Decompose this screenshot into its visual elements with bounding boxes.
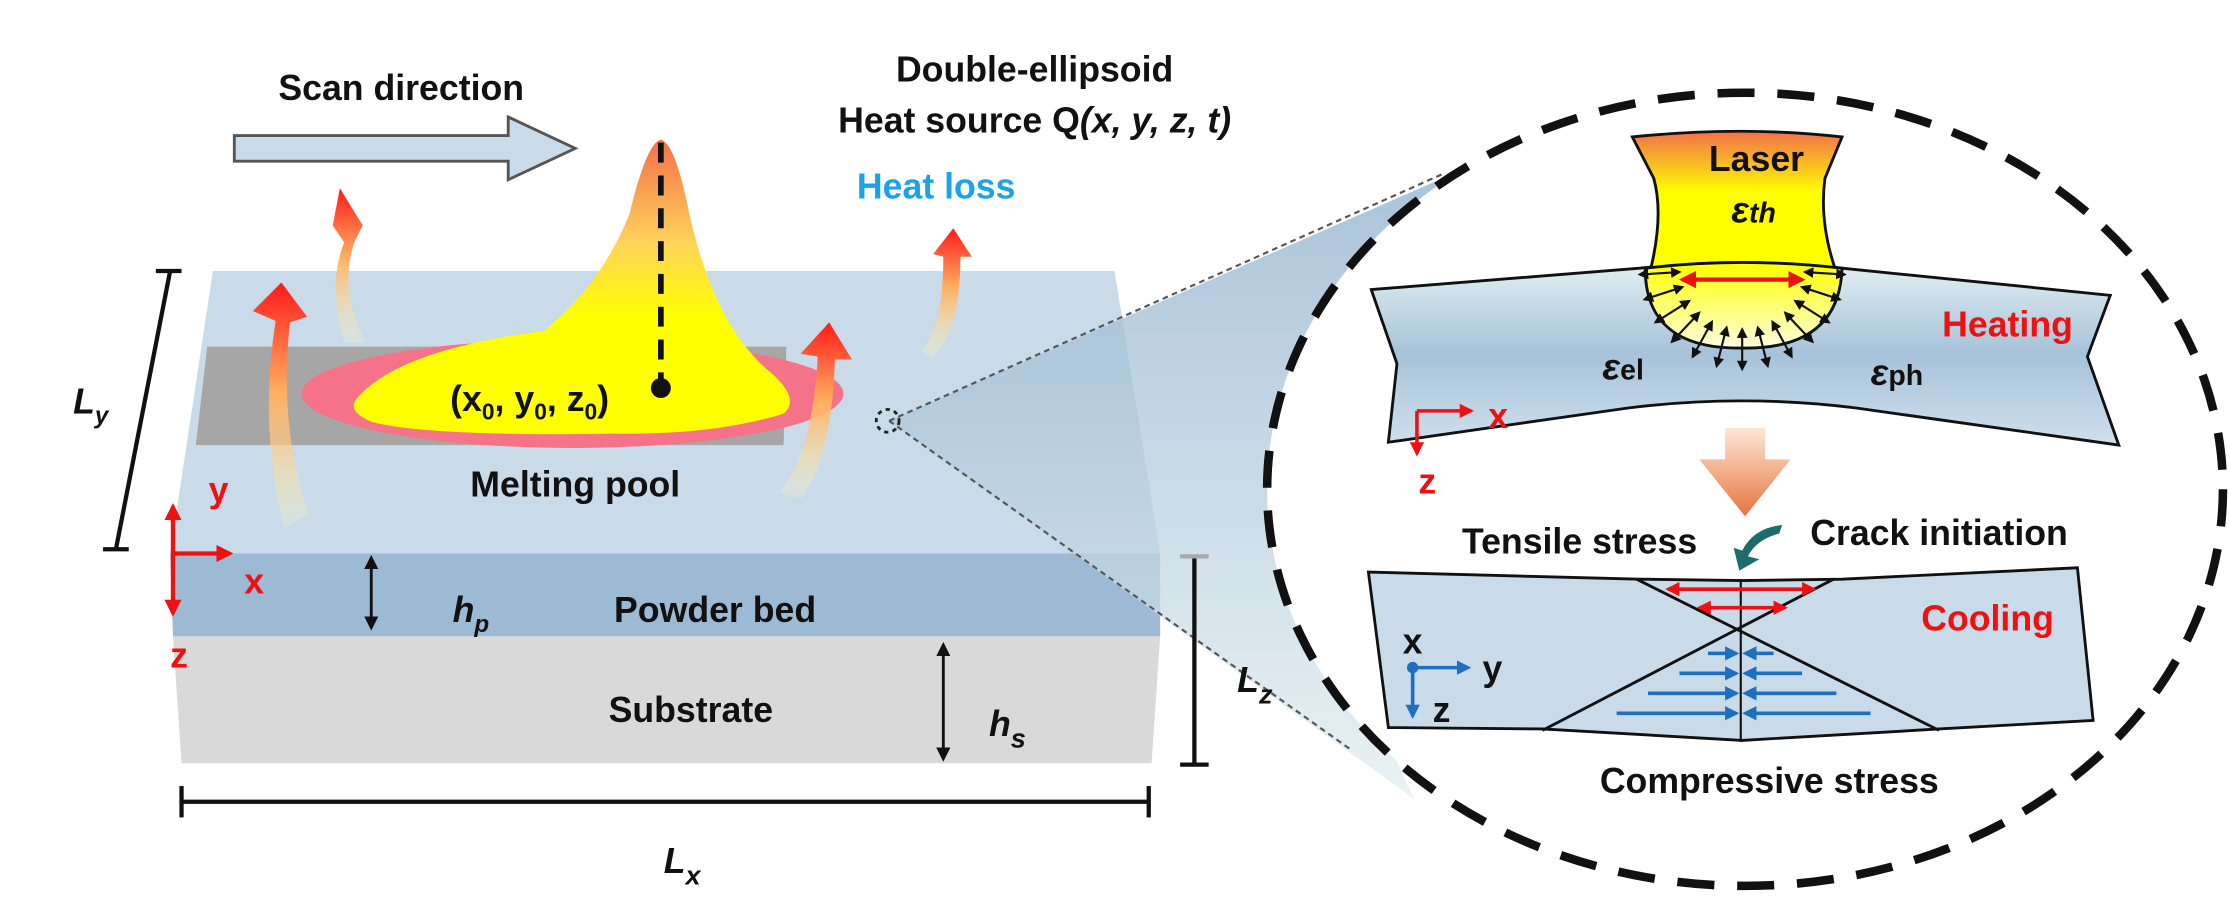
hp-dimension: hp	[364, 554, 490, 638]
cooling-panel: Tensile stress Crack initiation Cooling …	[1366, 513, 2095, 801]
crack-initiation-arrow	[1733, 524, 1783, 571]
scan-direction-arrow	[232, 114, 579, 182]
heating-axis-x: x	[1488, 396, 1508, 436]
strain-arrow	[1771, 319, 1793, 359]
strain-arrow	[1691, 319, 1713, 359]
lz-label: Lz	[1237, 660, 1273, 709]
heating-label: Heating	[1942, 305, 2073, 345]
strain-arrow	[1783, 311, 1814, 344]
ly-label: Ly	[73, 382, 110, 430]
coord-sub: 0	[585, 398, 598, 424]
strain-arrow	[1754, 325, 1771, 369]
heat-loss-label: Heat loss	[857, 166, 1016, 206]
heating-panel: Laser εth εel εph Heating x z	[1369, 129, 2121, 502]
compressive-stress-label: Compressive stress	[1600, 761, 1939, 801]
substrate-layer	[172, 636, 1161, 764]
coord-sub: 0	[534, 398, 547, 424]
heat-source-peak	[353, 139, 790, 435]
cooling-axis-x: x	[1403, 621, 1423, 661]
compressive-arrows	[1616, 646, 1871, 721]
hs-label: hs	[989, 704, 1026, 753]
powder-bed-layer	[170, 553, 1161, 637]
radial-strain-arrows	[1637, 267, 1847, 372]
axis-x-label: x	[244, 561, 264, 601]
heat-source-args: (x, y, z, t)	[1080, 101, 1231, 141]
eps-el-label: εel	[1602, 345, 1644, 387]
strain-arrow	[1642, 284, 1685, 302]
cooling-axis-z: z	[1433, 690, 1451, 730]
lx-dimension: Lx	[179, 786, 1151, 890]
scan-direction-label: Scan direction	[278, 68, 524, 108]
laser-label: Laser	[1709, 139, 1804, 179]
heat-source-center	[650, 378, 671, 399]
zoom-line-bottom	[888, 419, 1351, 750]
strain-arrow	[1713, 325, 1730, 369]
tensile-stress-label: Tensile stress	[1462, 522, 1697, 562]
coord-part: , z	[547, 379, 585, 419]
strain-arrow	[1637, 267, 1682, 280]
eps-th-label: εth	[1731, 189, 1776, 231]
fume-arrow	[779, 322, 853, 500]
heat-loss-arrows	[252, 188, 972, 528]
powder-bed-label: Powder bed	[614, 590, 816, 630]
zoom-line-top	[888, 173, 1444, 422]
coord-sub: 0	[482, 398, 495, 424]
left-coordinate-axes: y x z	[164, 470, 264, 676]
cooling-label: Cooling	[1921, 599, 2054, 639]
heat-source-function: Heat source Q(x, y, z, t)	[838, 101, 1231, 141]
coord-part: , y	[495, 379, 535, 419]
strain-arrow	[1670, 311, 1701, 344]
fume-arrow	[332, 188, 366, 343]
heating-axis-z: z	[1418, 462, 1436, 502]
strain-arrow	[1793, 299, 1831, 324]
axis-z-label: z	[170, 636, 188, 676]
strain-arrow	[1799, 284, 1842, 302]
strain-arrow	[1802, 267, 1847, 280]
heat-source-center-label: (x0, y0, z0)	[450, 379, 609, 425]
coord-part: )	[597, 379, 609, 419]
eps-ph-label: εph	[1871, 351, 1924, 393]
heat-source-prefix: Heat source Q	[838, 101, 1080, 141]
substrate-label: Substrate	[609, 690, 773, 730]
heat-source-title: Double-ellipsoid	[896, 49, 1173, 89]
cooling-axis-y: y	[1483, 648, 1503, 688]
axis-y-label: y	[209, 470, 229, 510]
fume-arrow	[921, 228, 972, 360]
crack-initiation-label: Crack initiation	[1810, 513, 2068, 553]
lz-dimension: Lz	[1180, 554, 1273, 767]
coord-part: (x	[450, 379, 482, 419]
lx-label: Lx	[664, 841, 702, 890]
process-down-arrow	[1699, 427, 1791, 517]
hp-label: hp	[453, 590, 490, 638]
hs-dimension: hs	[936, 641, 1026, 762]
ly-dimension: Ly	[73, 268, 182, 552]
melting-pool-label: Melting pool	[470, 464, 680, 504]
fume-arrow	[252, 282, 309, 528]
zoom-point	[874, 407, 901, 434]
